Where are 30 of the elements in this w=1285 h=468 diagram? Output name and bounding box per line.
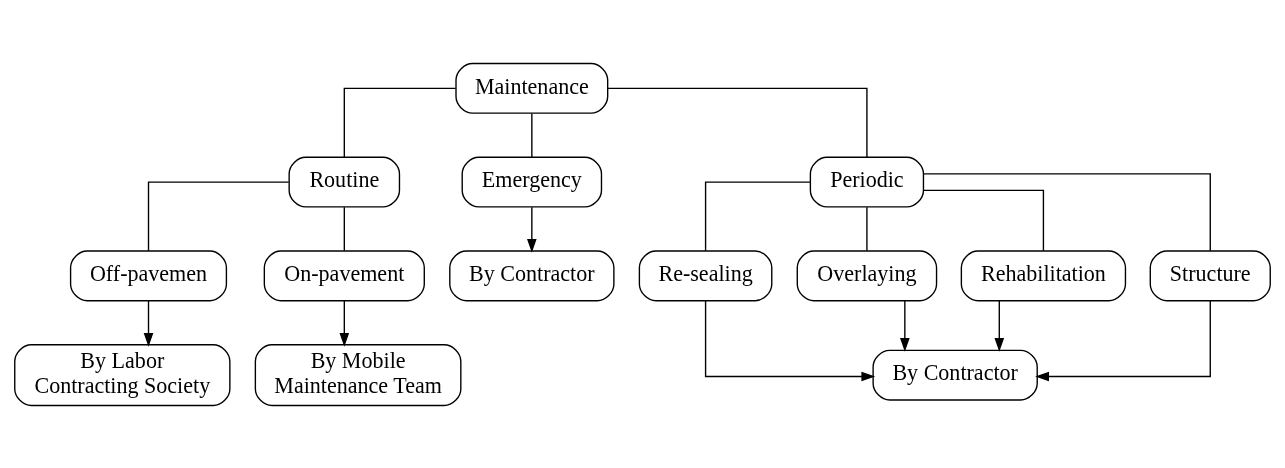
node-box: Routine [288,156,401,208]
arrow [1035,299,1211,381]
connector [147,180,290,251]
connector [343,206,345,251]
node-box: Rehabilitation [960,249,1127,301]
connector [343,87,457,158]
node-box: Maintenance [455,62,609,114]
node-box: Structure [1149,249,1271,301]
arrow [900,299,910,352]
arrow [527,206,537,253]
node-box: Re-sealing [638,249,773,301]
node-box: Periodic [809,156,925,208]
node-box: By Labor Contracting Society [14,343,231,406]
connector [923,189,1045,251]
arrow [339,299,350,347]
node-box: By Contractor [449,249,615,301]
arrow [143,299,154,347]
node-box: By Contractor [872,349,1038,401]
arrow [704,299,876,381]
node-box: Overlaying [796,249,938,301]
connector [704,180,811,251]
node-box: Off-pavemen [69,249,228,301]
connector [922,172,1211,251]
connector [607,87,868,158]
node-box: On-pavement [263,249,425,301]
node-box: Emergency [461,156,603,208]
node-box: By Mobile Maintenance Team [254,343,462,406]
connector [531,112,533,158]
connector [866,206,868,251]
arrow [994,299,1005,352]
